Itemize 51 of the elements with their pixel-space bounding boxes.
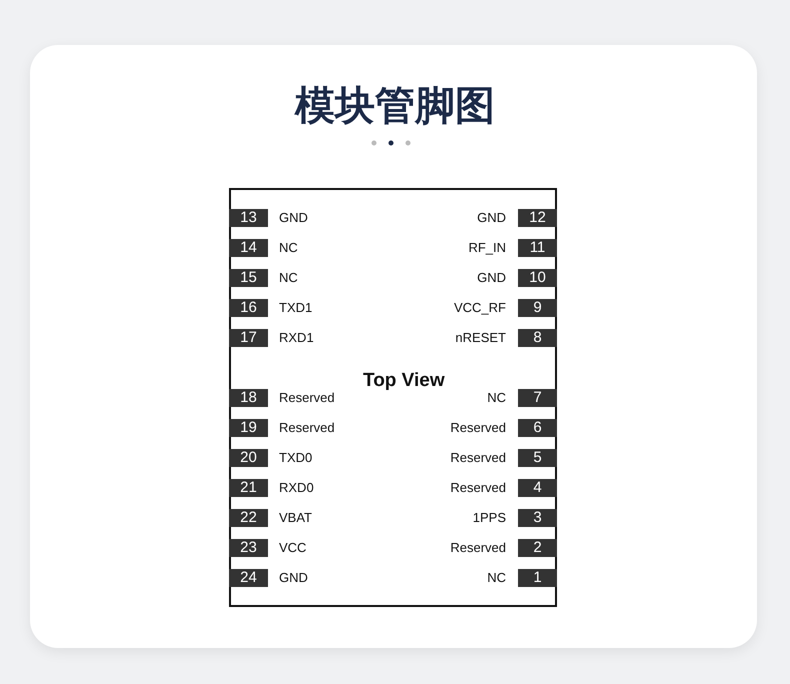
pin-label: NC [487,390,506,406]
pin-number: 12 [518,209,557,227]
pin-number: 9 [518,299,557,317]
pin-number: 13 [229,209,268,227]
pin-number: 16 [229,299,268,317]
pin-label: GND [279,210,308,226]
title: 模块管脚图 [295,83,495,129]
pin-label: GND [477,270,506,286]
pin-number: 5 [518,449,557,467]
module-outline [229,188,557,607]
pin-label: TXD0 [279,450,312,466]
pin-label: NC [487,570,506,586]
pin-number: 18 [229,389,268,407]
view-label: Top View [363,370,445,392]
pin-label: NC [279,270,298,286]
pin-number: 14 [229,239,268,257]
pin-label: Reserved [279,390,335,406]
pin-number: 7 [518,389,557,407]
pin-number: 11 [518,239,557,257]
pin-number: 4 [518,479,557,497]
pin-number: 24 [229,569,268,587]
pin-label: nRESET [455,330,506,346]
pin-label: RF_IN [468,240,506,256]
pin-label: NC [279,240,298,256]
pin-label: RXD0 [279,480,314,496]
pin-number: 1 [518,569,557,587]
pin-number: 2 [518,539,557,557]
pin-number: 19 [229,419,268,437]
pin-number: 17 [229,329,268,347]
pin-label: VCC_RF [454,300,506,316]
pin-number: 8 [518,329,557,347]
pin-number: 23 [229,539,268,557]
pin-number: 21 [229,479,268,497]
pin-label: Reserved [450,540,506,556]
pin-label: RXD1 [279,330,314,346]
pin-number: 20 [229,449,268,467]
pin-number: 22 [229,509,268,527]
pin-number: 6 [518,419,557,437]
pin-label: GND [279,570,308,586]
pin-number: 15 [229,269,268,287]
pin-label: Reserved [279,420,335,436]
pin-number: 3 [518,509,557,527]
pin-label: GND [477,210,506,226]
pin-label: Reserved [450,450,506,466]
pin-label: 1PPS [472,510,506,526]
pin-label: Reserved [450,420,506,436]
pin-number: 10 [518,269,557,287]
pin-label: Reserved [450,480,506,496]
pin-label: TXD1 [279,300,312,316]
pin-label: VBAT [279,510,312,526]
pin-label: VCC [279,540,306,556]
